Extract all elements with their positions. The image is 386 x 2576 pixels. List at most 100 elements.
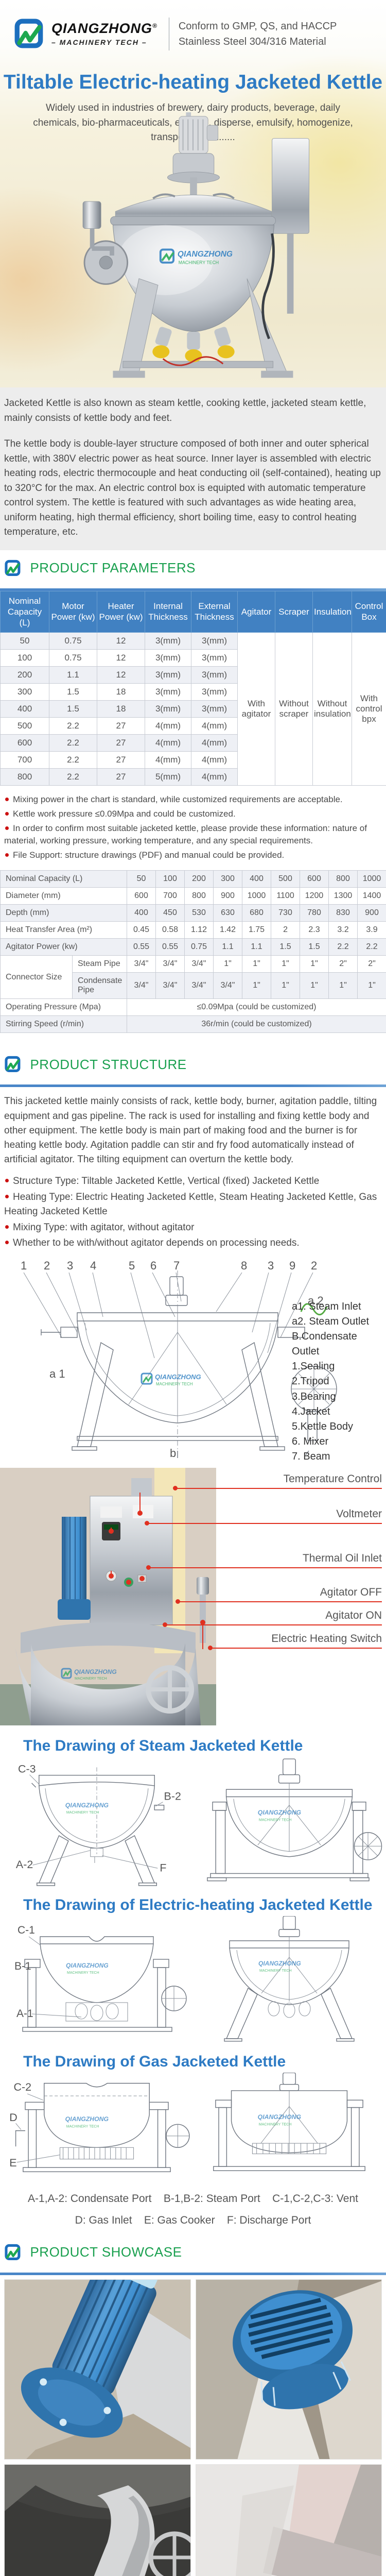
svg-text:A-1: A-1 [16, 2008, 33, 2020]
structure-paragraph: This jacketed kettle mainly consists of … [4, 1096, 377, 1165]
svg-text:QIANGZHONG: QIANGZHONG [258, 2113, 302, 2121]
section-header-showcase: PRODUCT SHOWCASE [0, 2234, 386, 2273]
bullet-text: Structure Type: Tiltable Jacketed Kettle… [13, 1176, 320, 1187]
svg-text:C-1: C-1 [17, 1924, 35, 1936]
tagline-certifications: Conform to GMP, QS, and HACCP [178, 20, 337, 32]
page-title: Tiltable Electric-heating Jacketed Kettl… [3, 71, 383, 93]
svg-text:QIANGZHONG: QIANGZHONG [66, 1962, 109, 1969]
bullet-dot-icon [5, 1225, 9, 1229]
showcase-photo-interior-chute: QIANGZHONG MACHINERY TECH [4, 2464, 191, 2576]
header-taglines: Conform to GMP, QS, and HACCP Stainless … [179, 17, 337, 52]
svg-text:QIANGZHONG: QIANGZHONG [155, 1373, 201, 1381]
brand-name: QIANGZHONG® [51, 21, 157, 36]
label-electric-heating-switch: Electric Heating Switch [208, 1633, 382, 1650]
drawing-electric-tiltable: C-1 B-1 A-1 QIANGZHONG MACHINERY TECH [14, 1924, 187, 2032]
section-divider [0, 588, 386, 591]
svg-text:C-2: C-2 [13, 2080, 31, 2093]
svg-text:7: 7 [173, 1259, 180, 1272]
structure-bullet: Mixing Type: with agitator, without agit… [4, 1221, 381, 1235]
drawing-row-gas: C-2 D E QIANGZHONG MACHINERY TECH Q [0, 2072, 386, 2183]
brand-text: QIANGZHONG® – MACHINERY TECH – [51, 21, 157, 47]
svg-text:B-2: B-2 [164, 1790, 181, 1802]
legend-item: 5.Kettle Body [292, 1421, 353, 1432]
intro-description: Jacketed Kettle is also known as steam k… [0, 387, 386, 550]
svg-text:MACHINERY TECH: MACHINERY TECH [259, 2122, 292, 2126]
section-divider [0, 1084, 386, 1088]
legend-item: 7. Beam [292, 1451, 330, 1463]
svg-text:6: 6 [150, 1259, 156, 1272]
structure-bullet: Heating Type: Electric Heating Jacketed … [4, 1190, 381, 1219]
note-text: In order to confirm most suitable jacket… [4, 823, 367, 846]
drawing-steam-tiltable: QIANGZHONG MACHINERY TECH [195, 1757, 384, 1888]
section-logo-icon [4, 1056, 22, 1073]
showcase-photo-motor-side [4, 2279, 191, 2460]
bullet-dot-icon [5, 1194, 9, 1198]
note-text: File Support: structure drawings (PDF) a… [13, 850, 285, 860]
drawing-gas-tiltable: C-2 D E QIANGZHONG MACHINERY TECH [9, 2080, 190, 2172]
bullet-text: Heating Type: Electric Heating Jacketed … [4, 1191, 377, 1217]
callout-leader-lines [23, 1272, 313, 1358]
svg-text:MACHINERY TECH: MACHINERY TECH [67, 1971, 99, 1975]
structure-bullets: Structure Type: Tiltable Jacketed Kettle… [0, 1168, 386, 1255]
svg-text:9: 9 [289, 1259, 295, 1272]
structure-bullet: Whether to be with/without agitator depe… [4, 1236, 381, 1251]
tagline-material: Stainless Steel 304/316 Material [178, 36, 326, 47]
label-thermal-oil-inlet: Thermal Oil Inlet [146, 1552, 382, 1570]
structure-diagram: 1 2 3 4 5 6 7 8 3 9 2 [0, 1255, 386, 1493]
drawing-title-electric: The Drawing of Electric-heating Jacketed… [23, 1896, 373, 1913]
hero-section: QIANGZHONG® – MACHINERY TECH – Conform t… [0, 0, 386, 387]
showcase-photo-motor-top [195, 2279, 382, 2460]
svg-text:QIANGZHONG: QIANGZHONG [74, 1668, 117, 1675]
svg-text:A-2: A-2 [16, 1858, 33, 1871]
section-logo-icon [4, 560, 22, 577]
legend-item: 4.Jacket [292, 1405, 330, 1417]
drawing-title-gas: The Drawing of Gas Jacketed Kettle [23, 2053, 286, 2070]
drawing-row-electric: C-1 B-1 A-1 QIANGZHONG MACHINERY TECH [0, 1916, 386, 2045]
svg-text:MACHINERY TECH: MACHINERY TECH [259, 1818, 292, 1822]
svg-text:4: 4 [90, 1259, 96, 1272]
intro-paragraph-1: Jacketed Kettle is also known as steam k… [4, 398, 366, 423]
brand-logo-icon [13, 18, 45, 50]
legend-item: a1. Steam Inlet [292, 1300, 361, 1312]
watermark: QIANGZHONG MACHINERY TECH [141, 1372, 201, 1386]
svg-text:MACHINERY TECH: MACHINERY TECH [75, 1677, 107, 1681]
legend-item: a2. Steam Outlet [292, 1315, 370, 1327]
svg-text:D: D [9, 2111, 17, 2124]
section-divider [0, 2272, 386, 2275]
note-item: Mixing power in the chart is standard, w… [4, 793, 382, 806]
svg-text:QIANGZHONG: QIANGZHONG [258, 1960, 301, 1967]
bullet-dot-icon [5, 853, 9, 857]
drawing-row-steam: C-3 B-2 A-2 F QIANGZHONG MACHINERY TECH … [0, 1757, 386, 1888]
showcase-grid: QIANGZHONG MACHINERY TECH QIAN [0, 2275, 386, 2576]
bullet-dot-icon [5, 798, 9, 802]
svg-text:MACHINERY TECH: MACHINERY TECH [66, 1810, 99, 1815]
structure-bullet: Structure Type: Tiltable Jacketed Kettle… [4, 1174, 381, 1189]
svg-text:F: F [160, 1861, 166, 1874]
bullet-dot-icon [5, 1241, 9, 1244]
legend-item: 2.Tripod [292, 1376, 329, 1387]
svg-text:C-3: C-3 [18, 1762, 36, 1775]
svg-text:QIANGZHONG: QIANGZHONG [258, 1809, 302, 1816]
label-agitator-on: Agitator ON [163, 1609, 382, 1627]
svg-text:MACHINERY TECH: MACHINERY TECH [66, 2124, 99, 2128]
drawing-electric-front: QIANGZHONG MACHINERY TECH [224, 1916, 355, 2042]
label-agitator-off: Agitator OFF [176, 1586, 382, 1604]
drawing-gas-front: QIANGZHONG MACHINERY TECH [213, 2072, 365, 2171]
drawing-title-steam: The Drawing of Steam Jacketed Kettle [23, 1737, 303, 1754]
svg-text:QIANGZHONG: QIANGZHONG [178, 250, 233, 259]
control-box-photo: QIANGZHONG MACHINERY TECH [0, 1467, 216, 1725]
brand-header: QIANGZHONG® – MACHINERY TECH – Conform t… [0, 0, 386, 57]
svg-text:1: 1 [21, 1259, 27, 1272]
